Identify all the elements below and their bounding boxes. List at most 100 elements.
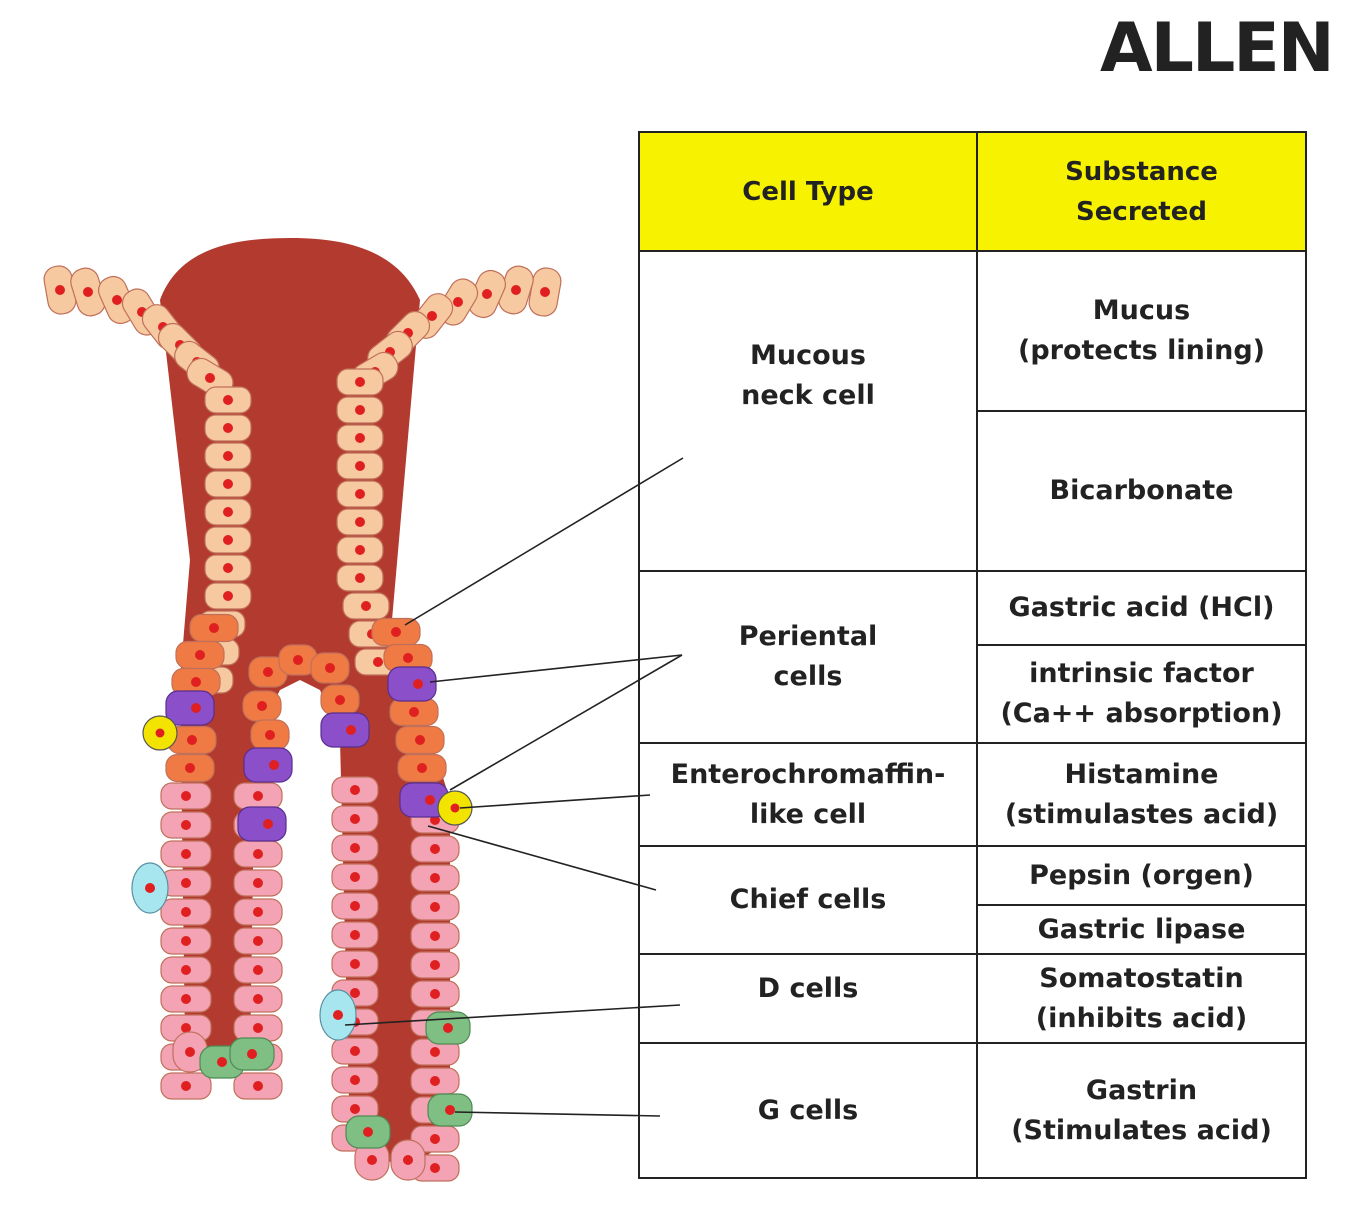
g-cell bbox=[427, 1093, 473, 1127]
parietal-cell bbox=[243, 747, 293, 783]
epithelial-cell bbox=[204, 526, 252, 554]
epithelial-cell bbox=[310, 652, 350, 684]
epithelial-cell bbox=[342, 592, 390, 620]
leader-line bbox=[454, 1111, 661, 1117]
epithelial-cell bbox=[160, 782, 212, 810]
epithelial-cell bbox=[410, 835, 460, 863]
epithelial-cell bbox=[331, 892, 379, 920]
epithelial-cell bbox=[204, 582, 252, 610]
epithelial-cell bbox=[336, 508, 384, 536]
epithelial-cell bbox=[336, 564, 384, 592]
parietal-cell bbox=[320, 712, 370, 748]
leader-line bbox=[459, 794, 651, 809]
epithelial-cell bbox=[331, 805, 379, 833]
epithelial-cell bbox=[204, 442, 252, 470]
epithelial-cell bbox=[331, 776, 379, 804]
epithelial-cell bbox=[189, 613, 239, 643]
table-row: Gastric lipase bbox=[639, 904, 1307, 955]
epithelial-cell bbox=[172, 1031, 208, 1073]
epithelial-cell bbox=[160, 869, 212, 897]
epithelial-cell bbox=[410, 980, 460, 1008]
epithelial-cell bbox=[204, 498, 252, 526]
parietal-cell bbox=[387, 666, 437, 702]
cell-type-mucous-neck: Mucous neck cell bbox=[638, 250, 978, 572]
epithelial-cell bbox=[410, 1125, 460, 1153]
epithelial-cell bbox=[233, 927, 283, 955]
epithelial-cell bbox=[410, 893, 460, 921]
epithelial-cell bbox=[233, 1014, 283, 1042]
substance-pepsin: Pepsin (orgen) bbox=[976, 845, 1307, 906]
epithelial-cell bbox=[165, 753, 215, 783]
epithelial-cell bbox=[204, 386, 252, 414]
table-header-row: Cell Type Substance Secreted bbox=[638, 131, 1307, 252]
epithelial-cell bbox=[410, 1038, 460, 1066]
epithelial-cell bbox=[331, 1037, 379, 1065]
epithelial-cell bbox=[410, 922, 460, 950]
epithelial-cell bbox=[233, 985, 283, 1013]
substance-histamine: Histamine (stimulastes acid) bbox=[976, 742, 1307, 847]
table-row: Chief cells Pepsin (orgen) bbox=[638, 845, 1307, 955]
substance-gastric-lipase: Gastric lipase bbox=[976, 904, 1307, 955]
secretion-table: Cell Type Substance Secreted Mucous neck… bbox=[638, 131, 1307, 1179]
substance-intrinsic-factor: intrinsic factor (Ca++ absorption) bbox=[976, 644, 1307, 744]
epithelial-cell bbox=[248, 656, 288, 688]
table-row: G cells Gastrin (Stimulates acid) bbox=[638, 1042, 1307, 1179]
epithelial-cell bbox=[371, 617, 421, 647]
epithelial-cell bbox=[233, 840, 283, 868]
allen-logo: ALLEN bbox=[1100, 9, 1335, 88]
cell-type-d: D cells bbox=[638, 953, 978, 1044]
cell-type-chief: Chief cells bbox=[638, 845, 978, 955]
substance-header: Substance Secreted bbox=[976, 131, 1307, 252]
epithelial-cell bbox=[320, 684, 360, 716]
epithelial-cell bbox=[204, 554, 252, 582]
substance-gastrin: Gastrin (Stimulates acid) bbox=[976, 1042, 1307, 1179]
cell-type-ecl: Enterochromaffin- like cell bbox=[638, 742, 978, 847]
surface-cell bbox=[528, 267, 562, 317]
table-row: D cells Somatostatin (inhibits acid) bbox=[638, 953, 1307, 1044]
d-cell bbox=[131, 862, 169, 914]
epithelial-cell bbox=[331, 950, 379, 978]
epithelial-cell bbox=[331, 921, 379, 949]
parietal-cell bbox=[237, 806, 287, 842]
epithelial-cell bbox=[160, 811, 212, 839]
table-row: Periental cells Gastric acid (HCl) bbox=[638, 570, 1307, 744]
epithelial-cell bbox=[397, 753, 447, 783]
g-cell bbox=[425, 1011, 471, 1045]
epithelial-cell bbox=[160, 927, 212, 955]
epithelial-cell bbox=[204, 470, 252, 498]
epithelial-cell bbox=[160, 1072, 212, 1100]
leader-line bbox=[344, 1004, 681, 1026]
substance-bicarbonate: Bicarbonate bbox=[976, 410, 1307, 572]
leader-line bbox=[427, 825, 657, 891]
epithelial-cell bbox=[233, 956, 283, 984]
epithelial-cell bbox=[336, 368, 384, 396]
epithelial-cell bbox=[331, 863, 379, 891]
ecl-cell bbox=[142, 715, 178, 751]
cell-type-header: Cell Type bbox=[638, 131, 978, 252]
table-row: Enterochromaffin- like cell Histamine (s… bbox=[638, 742, 1307, 847]
epithelial-cell bbox=[336, 396, 384, 424]
table-row: intrinsic factor (Ca++ absorption) bbox=[639, 644, 1307, 744]
epithelial-cell bbox=[233, 869, 283, 897]
epithelial-cell bbox=[160, 956, 212, 984]
table-row: Bicarbonate bbox=[639, 410, 1307, 572]
epithelial-cell bbox=[410, 864, 460, 892]
epithelial-cell bbox=[331, 1066, 379, 1094]
epithelial-cell bbox=[175, 640, 225, 670]
epithelial-cell bbox=[204, 414, 252, 442]
epithelial-cell bbox=[390, 1139, 426, 1181]
epithelial-cell bbox=[410, 1067, 460, 1095]
epithelial-cell bbox=[389, 697, 439, 727]
parietal-cell bbox=[165, 690, 215, 726]
epithelial-cell bbox=[160, 840, 212, 868]
epithelial-cell bbox=[336, 536, 384, 564]
epithelial-cell bbox=[160, 985, 212, 1013]
epithelial-cell bbox=[233, 1072, 283, 1100]
epithelial-cell bbox=[171, 667, 221, 697]
epithelial-cell bbox=[336, 424, 384, 452]
g-cell bbox=[345, 1115, 391, 1149]
epithelial-cell bbox=[410, 951, 460, 979]
ecl-cell bbox=[437, 790, 473, 826]
substance-gastric-acid: Gastric acid (HCl) bbox=[976, 570, 1307, 646]
